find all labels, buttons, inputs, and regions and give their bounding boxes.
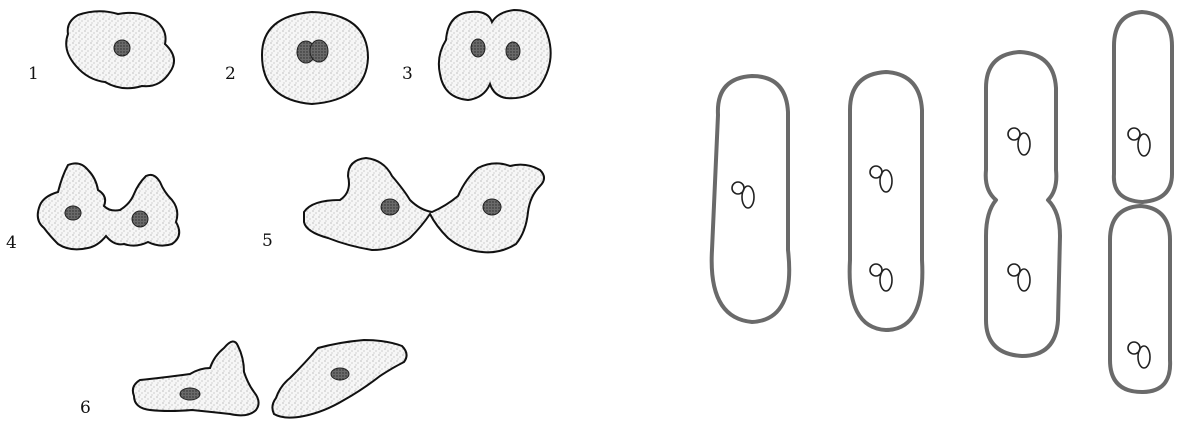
stage-label-6: 6 xyxy=(80,400,91,417)
nucleus xyxy=(483,199,501,215)
daughter-amoeba-left xyxy=(133,341,259,415)
amoeba-body xyxy=(304,158,544,252)
stage-label-3: 3 xyxy=(402,66,413,83)
stage-label-2: 2 xyxy=(225,66,236,83)
amoeba-stage-2 xyxy=(262,12,368,104)
amoeba-stage-3 xyxy=(439,10,551,100)
cell-wall xyxy=(712,76,790,322)
amoeba-body xyxy=(439,10,551,100)
cell-wall xyxy=(986,52,1060,356)
nucleus xyxy=(310,40,328,62)
nucleus xyxy=(65,206,81,220)
nucleus xyxy=(506,42,520,60)
stage-label-4: 4 xyxy=(6,235,17,252)
nucleus xyxy=(132,211,148,227)
daughter-cell-wall xyxy=(1114,12,1172,202)
amoeba-body xyxy=(38,163,179,249)
amoeba-stage-6 xyxy=(133,340,407,418)
bacterium-stage-b xyxy=(850,72,923,330)
stage-label-1: 1 xyxy=(28,66,39,83)
bacterium-stage-d xyxy=(1110,12,1172,392)
amoeba-stage-1 xyxy=(66,11,174,88)
bacterium-stage-c xyxy=(986,52,1060,356)
nucleus xyxy=(114,40,130,56)
nucleus xyxy=(381,199,399,215)
nucleus xyxy=(471,39,485,57)
amoeba-stage-5 xyxy=(304,158,544,252)
stage-label-5: 5 xyxy=(262,233,273,250)
nucleus xyxy=(331,368,349,380)
bacterium-stage-a xyxy=(712,76,790,322)
nucleus xyxy=(180,388,200,400)
amoeba-stage-4 xyxy=(38,163,179,249)
